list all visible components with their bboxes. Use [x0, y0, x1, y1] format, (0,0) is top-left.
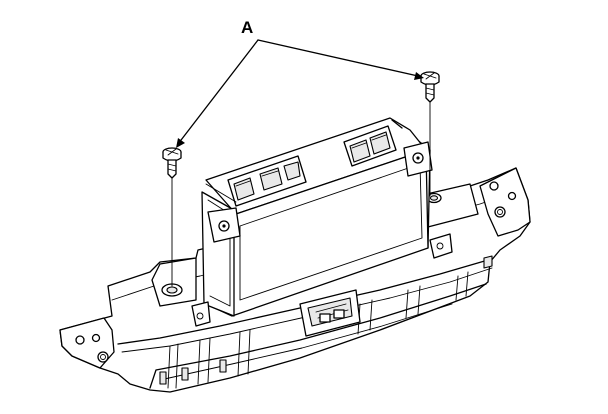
- callout-a: A: [176, 18, 424, 148]
- leader-line-left: [177, 39, 259, 145]
- screw-left: [162, 147, 182, 287]
- left-mounting-boss: [151, 257, 197, 307]
- screw-right: [420, 71, 440, 197]
- connector-port-right: [343, 125, 397, 167]
- callout-label-a: A: [241, 18, 253, 37]
- bracket-ribs: [167, 271, 469, 389]
- leader-arrow-left: [176, 138, 185, 148]
- harness-connector: [299, 289, 361, 337]
- control-unit: [191, 117, 453, 327]
- leader-line-right: [257, 39, 419, 77]
- leader-arrow-right: [414, 72, 424, 80]
- connector-port-left: [227, 155, 307, 207]
